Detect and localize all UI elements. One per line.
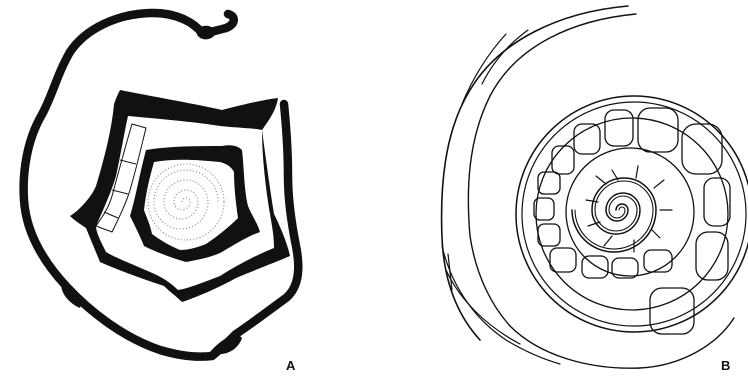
septum-line [654, 180, 664, 188]
septum-line [652, 230, 660, 238]
panel-b-shell-drawing [442, 6, 748, 368]
chamber [538, 224, 560, 246]
inner-whorl-ring [130, 145, 260, 262]
panel-b-label: B [721, 359, 730, 372]
outer-coil-band [24, 13, 299, 357]
chamber [696, 232, 728, 280]
body-whorl-ridge-1 [442, 246, 560, 364]
chamber [605, 110, 633, 146]
chambered-whorl-outer-double [522, 102, 746, 326]
chamber [704, 178, 730, 226]
chamber [650, 288, 694, 334]
septum-line [596, 176, 606, 184]
septum-line [604, 236, 612, 246]
chamber [638, 108, 678, 152]
chamber [552, 146, 574, 174]
septum-line [636, 166, 638, 178]
chamber [550, 248, 576, 272]
chambered-whorl-outer [516, 96, 748, 332]
chamber [644, 250, 672, 272]
middle-whorl-ring [70, 90, 290, 302]
chamber [582, 256, 608, 278]
panel-a-coil-drawing [24, 13, 299, 357]
inner-spiral-coils-double [575, 181, 653, 249]
panel-a-label: A [286, 359, 295, 372]
stippled-core-spiral [148, 164, 224, 240]
chamber-ring-outer [536, 118, 728, 310]
